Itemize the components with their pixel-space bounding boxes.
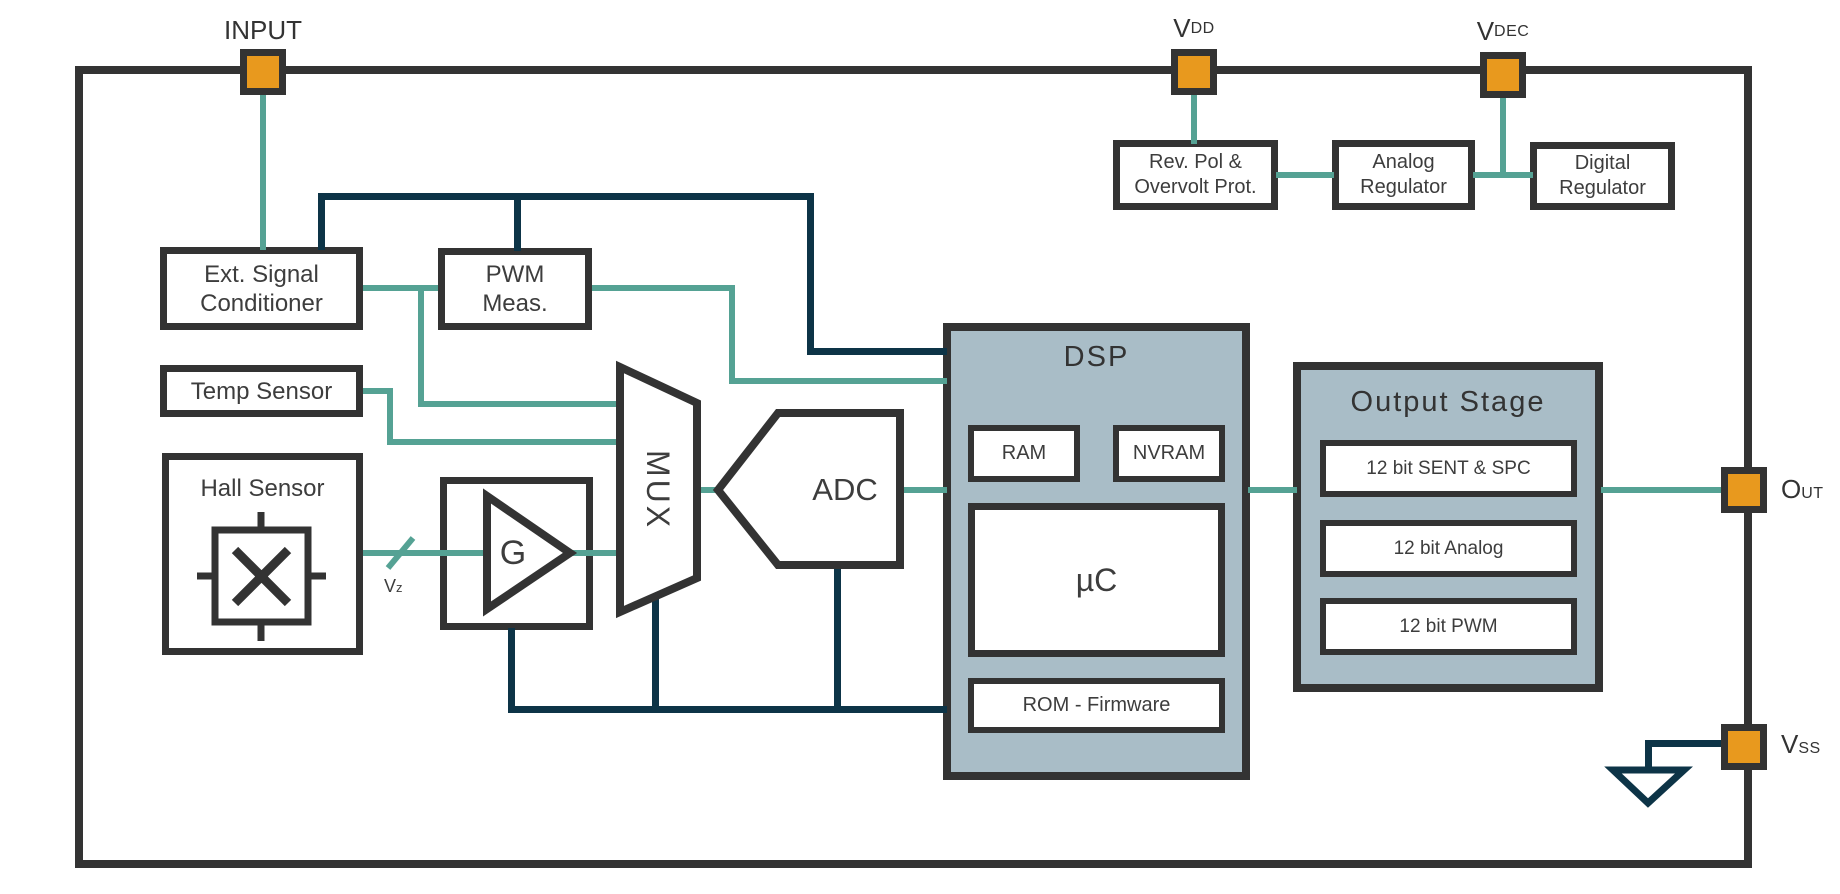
block-digital-regulator: Digital Regulator <box>1530 142 1675 210</box>
output-row-pwm-label: 12 bit PWM <box>1399 615 1498 637</box>
wire-rev-pol-to-analog-reg <box>1276 172 1334 178</box>
pad-vdd <box>1171 49 1217 95</box>
bus-adc-down <box>834 563 841 713</box>
wire-pwm-to-dsp-h1 <box>592 285 732 291</box>
gain-label: G <box>499 533 527 572</box>
mux-label: MUX <box>640 449 677 531</box>
vss-sub: SS <box>1798 740 1821 757</box>
wire-ext-signal-branch-down <box>418 285 424 407</box>
dsp-title: DSP <box>1063 341 1130 373</box>
bus-top-to-ext-signal <box>318 193 325 250</box>
bus-top-to-dsp <box>807 348 947 355</box>
wire-ext-signal-to-pwm <box>363 285 438 291</box>
vss-pad-label: VSS <box>1781 729 1821 760</box>
gain-triangle-icon <box>483 488 578 617</box>
wire-pwm-to-dsp-h2 <box>729 378 947 384</box>
bus-top-down <box>807 193 814 355</box>
adc-label: ADC <box>812 472 878 507</box>
ext-signal-line2: Conditioner <box>200 289 323 317</box>
digital-reg-line2: Regulator <box>1559 177 1646 199</box>
analog-reg-line2: Regulator <box>1360 176 1447 198</box>
block-ext-signal-conditioner: Ext. Signal Conditioner <box>160 247 363 330</box>
dsp-ram-box: RAM <box>968 425 1080 482</box>
wire-pwm-to-dsp-v <box>729 285 735 384</box>
output-stage-title: Output Stage <box>1350 386 1546 418</box>
rev-pol-line2: Overvolt Prot. <box>1134 176 1257 198</box>
bus-top-horizontal <box>318 193 814 200</box>
output-row-sent-spc-label: 12 bit SENT & SPC <box>1366 457 1531 479</box>
ground-wire-vertical <box>1645 740 1652 774</box>
block-analog-regulator: Analog Regulator <box>1332 140 1475 210</box>
mux-shape <box>616 360 701 619</box>
dsp-rom-box: ROM - Firmware <box>968 678 1225 733</box>
vdd-sub: DD <box>1190 19 1215 37</box>
output-row-sent-spc: 12 bit SENT & SPC <box>1320 440 1577 497</box>
wire-temp-to-mux <box>387 439 624 445</box>
bus-mux-down <box>652 596 659 713</box>
wire-adc-to-dsp <box>898 487 947 493</box>
wire-vdec-down <box>1500 96 1506 178</box>
output-row-analog-label: 12 bit Analog <box>1393 537 1504 559</box>
out-main: O <box>1781 474 1802 504</box>
analog-reg-line1: Analog <box>1372 151 1435 173</box>
dsp-nvram-label: NVRAM <box>1132 442 1206 464</box>
vz-slash-icon <box>385 536 416 570</box>
temp-sensor-label: Temp Sensor <box>190 377 333 405</box>
dsp-uc-label: µC <box>1075 561 1118 598</box>
vdec-main: V <box>1476 16 1495 46</box>
digital-reg-line1: Digital <box>1574 152 1631 174</box>
pad-vdec <box>1480 52 1526 98</box>
output-row-pwm: 12 bit PWM <box>1320 598 1577 655</box>
vz-main: V <box>384 576 397 596</box>
adc-shape <box>712 409 904 569</box>
wire-temp-out <box>363 388 392 394</box>
hall-cross-line2 <box>231 546 292 607</box>
dsp-ram-label: RAM <box>1001 442 1047 464</box>
vss-main: V <box>1781 729 1799 759</box>
pwm-meas-line1: PWM <box>485 261 545 288</box>
wire-temp-down <box>387 388 393 445</box>
input-pad-label: INPUT <box>224 15 302 45</box>
wire-dsp-to-output-stage <box>1248 487 1297 493</box>
ext-signal-line1: Ext. Signal <box>204 260 319 288</box>
vdec-sub: DEC <box>1494 22 1530 40</box>
block-rev-pol-overvolt-prot: Rev. Pol & Overvolt Prot. <box>1113 140 1278 210</box>
vdd-main: V <box>1173 13 1191 43</box>
out-pad-label: OUT <box>1781 474 1824 505</box>
wire-output-stage-to-out-pad <box>1601 487 1722 493</box>
dsp-nvram-box: NVRAM <box>1113 425 1225 482</box>
wire-ext-signal-to-mux <box>418 401 624 407</box>
pad-vss <box>1721 724 1767 770</box>
vz-signal-label: Vz <box>384 576 403 597</box>
block-pwm-meas: PWM Meas. <box>438 248 592 330</box>
bus-gain-down <box>508 628 515 713</box>
bus-top-to-pwm <box>514 193 521 251</box>
output-row-analog: 12 bit Analog <box>1320 520 1577 577</box>
dsp-uc-box: µC <box>968 503 1225 657</box>
bus-bottom-to-rom <box>508 706 947 713</box>
ground-icon <box>1604 766 1693 808</box>
wire-input-to-ext-signal <box>260 92 266 250</box>
vz-sub: z <box>396 580 403 595</box>
block-temp-sensor: Temp Sensor <box>160 365 363 417</box>
wire-mux-to-adc <box>694 487 722 493</box>
ground-wire-horizontal <box>1645 740 1722 747</box>
dsp-rom-label: ROM - Firmware <box>1022 694 1171 716</box>
pwm-meas-line2: Meas. <box>482 290 548 317</box>
wire-vdd-to-rev-pol <box>1191 90 1197 144</box>
out-sub: UT <box>1801 485 1824 502</box>
rev-pol-line1: Rev. Pol & <box>1149 151 1242 173</box>
pad-out <box>1721 467 1767 513</box>
hall-sensor-label: Hall Sensor <box>200 475 325 502</box>
pad-input <box>240 49 286 95</box>
